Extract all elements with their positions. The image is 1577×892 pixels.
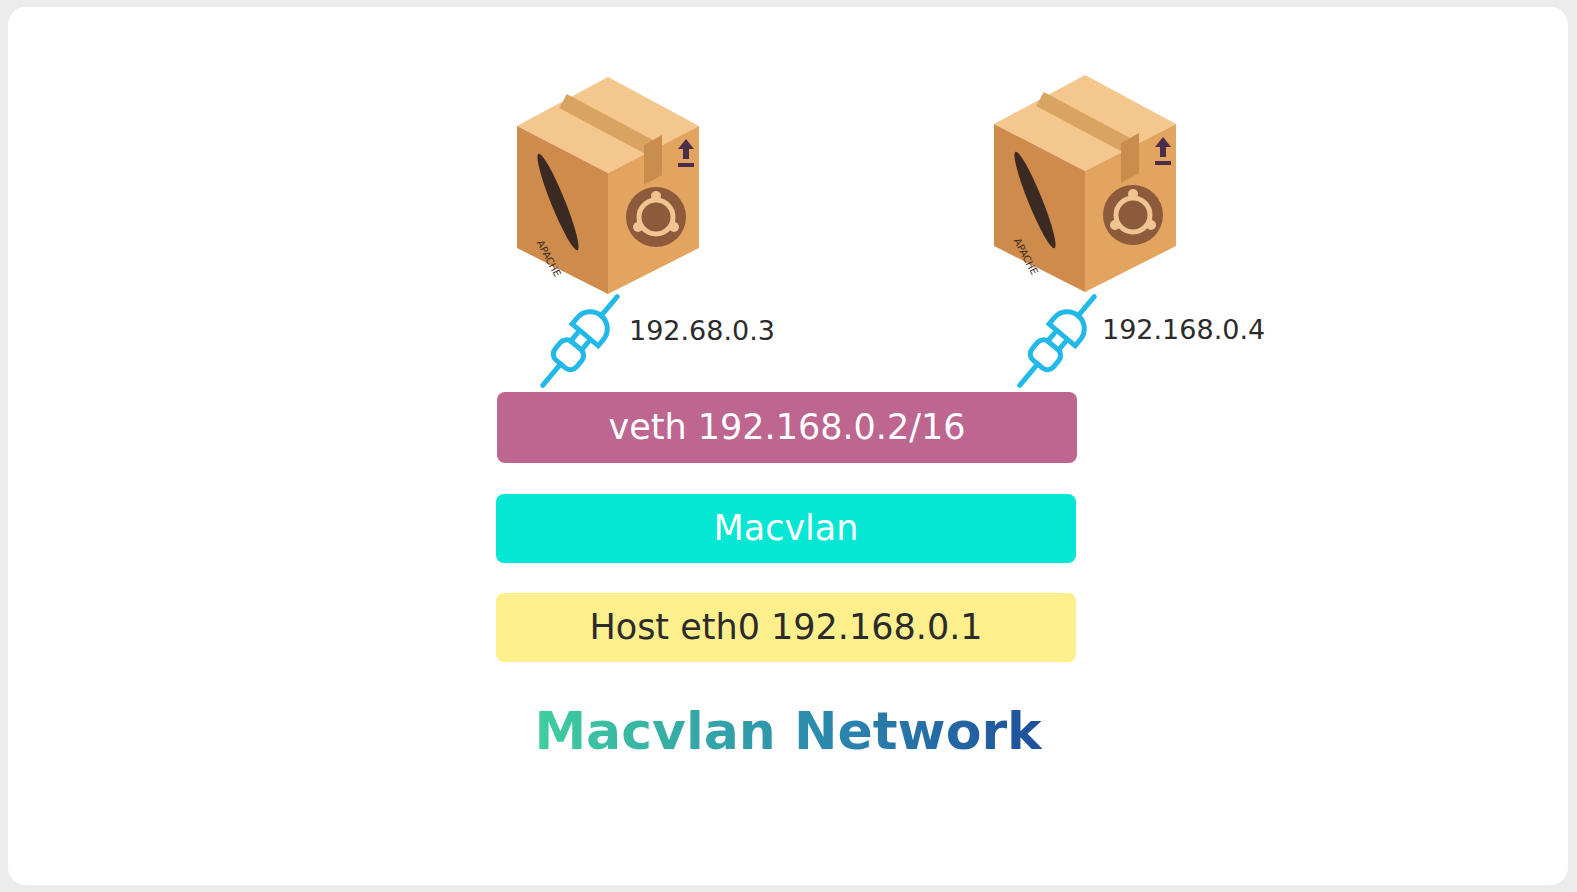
band-label: Macvlan bbox=[714, 509, 859, 548]
plug-icon bbox=[1007, 286, 1108, 397]
band-label: Host eth0 192.168.0.1 bbox=[589, 608, 982, 647]
network-layer-band: Host eth0 192.168.0.1 bbox=[496, 593, 1076, 662]
band-label: veth 192.168.0.2/16 bbox=[608, 408, 965, 447]
plug-icon bbox=[530, 286, 631, 397]
container-box-icon bbox=[994, 75, 1176, 292]
container-box-icon bbox=[517, 77, 699, 294]
ip-address: 192.168.0.4 bbox=[1102, 314, 1265, 345]
diagram-title: Macvlan Network bbox=[534, 701, 1041, 761]
network-layer-band: Macvlan bbox=[496, 494, 1076, 563]
ip-address: 192.68.0.3 bbox=[629, 315, 775, 346]
network-layer-band: veth 192.168.0.2/16 bbox=[497, 392, 1077, 463]
